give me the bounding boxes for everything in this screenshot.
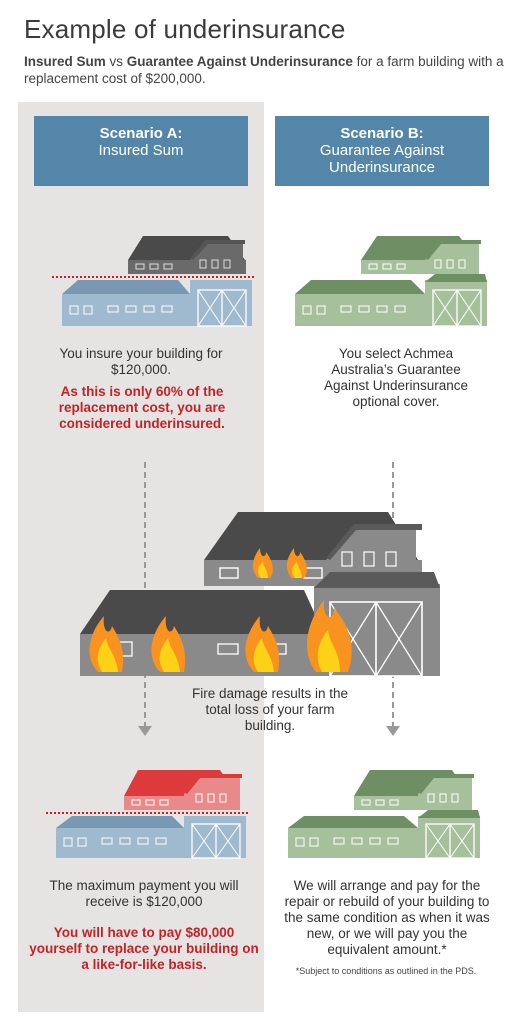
scenario-a-result: The maximum payment you will receive is … xyxy=(49,878,239,909)
page-subtitle: Insured Sum vs Guarantee Against Underin… xyxy=(24,53,504,87)
scenario-a-label: Scenario A: xyxy=(99,125,183,142)
house-b-guaranteed-icon xyxy=(295,236,487,327)
scenario-a-warning: As this is only 60% of the replacement c… xyxy=(58,384,226,431)
house-a-result-icon xyxy=(46,770,250,859)
scenario-a-name: Insured Sum xyxy=(98,142,184,159)
scenario-b-header: Scenario B: Guarantee Against Underinsur… xyxy=(275,116,489,186)
scenario-a-header: Scenario A: Insured Sum xyxy=(34,116,248,186)
subtitle-vs: vs xyxy=(105,54,127,69)
scenario-b-result: We will arrange and pay for the repair o… xyxy=(284,878,490,957)
burning-house-icon xyxy=(80,512,440,677)
scenario-b-description: You select Achmea Australia’s Guarantee … xyxy=(323,346,469,409)
subtitle-guarantee: Guarantee Against Underinsurance xyxy=(126,54,353,69)
scenario-a-arrow-head xyxy=(138,726,152,736)
scenario-b-label: Scenario B: xyxy=(340,125,424,142)
scenario-a-description: You insure your building for $120,000. xyxy=(59,346,223,377)
house-b-result-icon xyxy=(288,770,480,859)
scenario-b-footnote: *Subject to conditions as outlined in th… xyxy=(295,966,477,976)
fire-event-text: Fire damage results in the total loss of… xyxy=(191,686,349,733)
scenario-a-consequence: You will have to pay $80,000 yourself to… xyxy=(29,925,259,972)
house-a-insured-icon xyxy=(52,236,256,327)
flame-icon xyxy=(89,548,352,672)
subtitle-insured-sum: Insured Sum xyxy=(24,54,106,69)
page-title: Example of underinsurance xyxy=(24,14,346,44)
scenario-b-arrow-head xyxy=(386,726,400,736)
subtitle-rest: for a farm building with a replacement c… xyxy=(24,54,504,86)
scenario-b-name: Guarantee Against Underinsurance xyxy=(319,142,445,176)
